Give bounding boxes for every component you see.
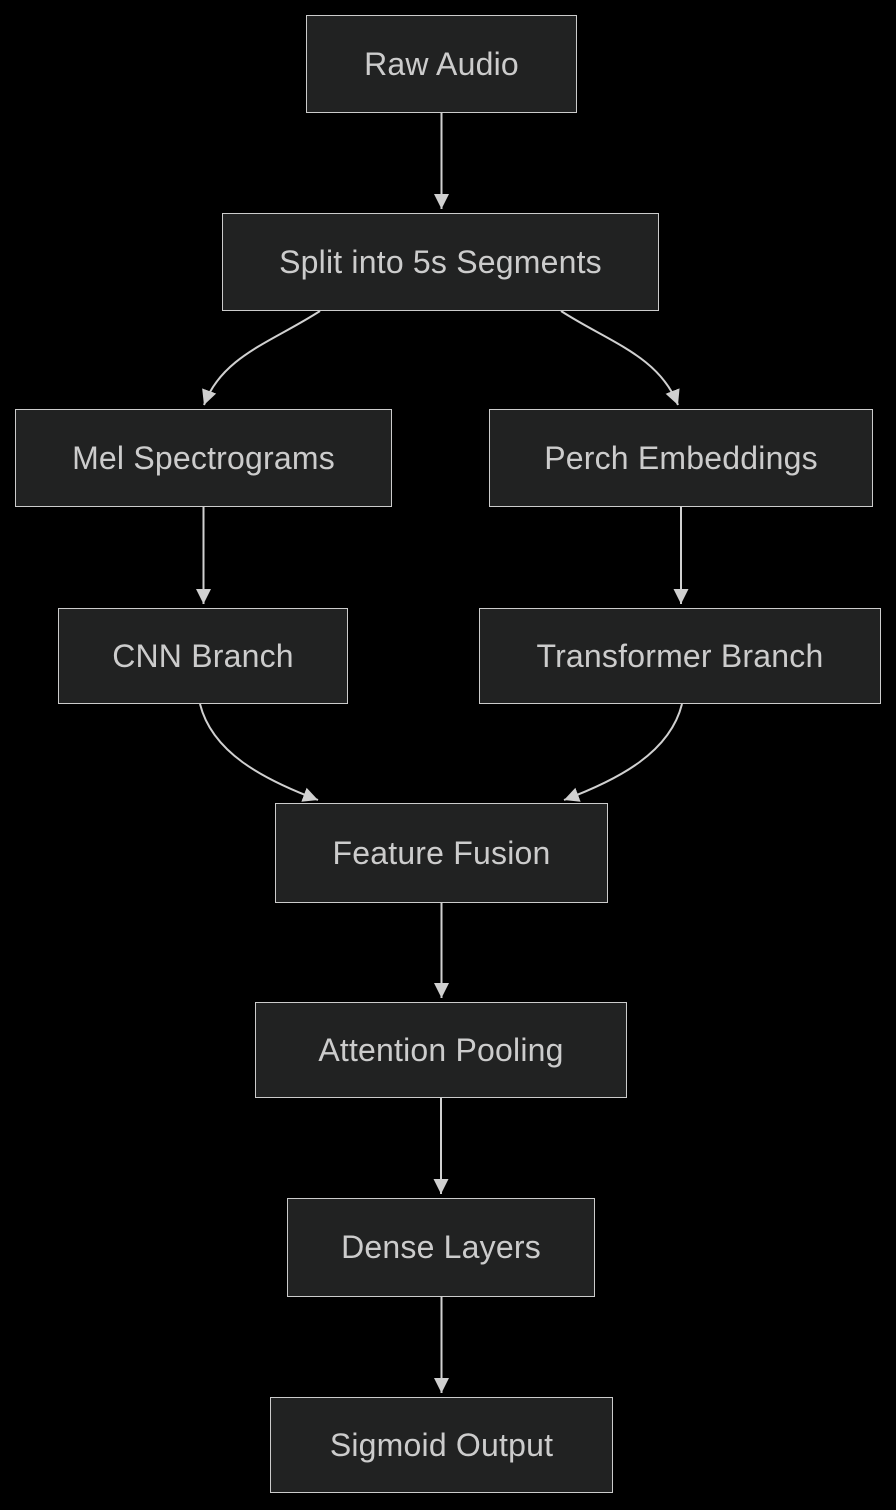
node-attention-pooling-label: Attention Pooling — [318, 1031, 564, 1068]
node-perch-embeddings-label: Perch Embeddings — [544, 439, 818, 476]
edge-split-to-mel — [202, 310, 321, 406]
node-transformer-branch-label: Transformer Branch — [536, 637, 824, 674]
node-mel-spectrograms-label: Mel Spectrograms — [72, 439, 335, 476]
node-raw-audio: Raw Audio — [306, 15, 577, 113]
node-sigmoid-output-label: Sigmoid Output — [329, 1426, 554, 1463]
node-transformer-branch: Transformer Branch — [479, 608, 881, 704]
node-dense-layers-label: Dense Layers — [341, 1229, 541, 1265]
node-attention-pooling: Attention Pooling — [255, 1002, 627, 1098]
edge-transformer-to-fusion — [563, 703, 683, 802]
node-raw-audio-label: Raw Audio — [364, 45, 519, 82]
node-cnn-branch-label: CNN Branch — [112, 637, 294, 674]
node-feature-fusion-label: Feature Fusion — [332, 834, 551, 871]
node-feature-fusion: Feature Fusion — [275, 803, 608, 903]
node-perch-embeddings: Perch Embeddings — [489, 409, 873, 507]
node-split-segments-label: Split into 5s Segments — [279, 243, 602, 280]
edge-cnn-to-fusion — [199, 703, 319, 802]
node-sigmoid-output: Sigmoid Output — [270, 1397, 613, 1493]
node-split-segments: Split into 5s Segments — [222, 213, 659, 311]
node-cnn-branch: CNN Branch — [58, 608, 348, 704]
node-mel-spectrograms: Mel Spectrograms — [15, 409, 392, 507]
edge-split-to-perch — [560, 310, 680, 406]
node-dense-layers: Dense Layers — [287, 1198, 595, 1297]
